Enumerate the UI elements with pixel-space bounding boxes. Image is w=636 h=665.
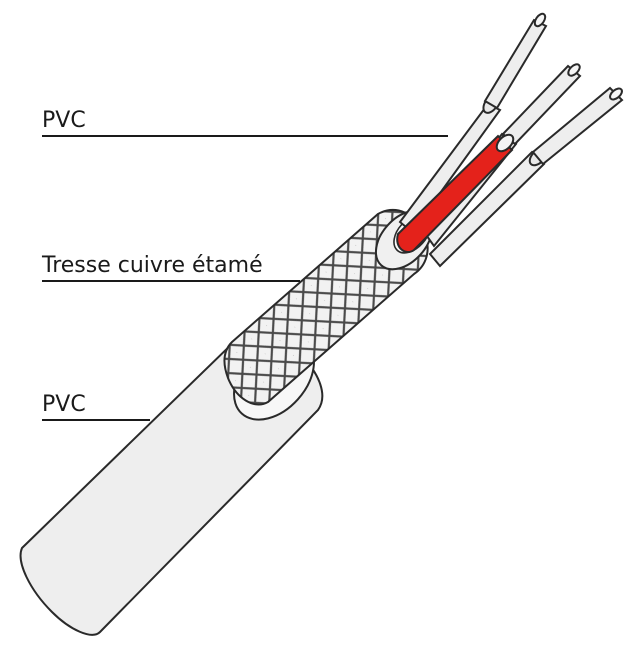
label-pvc-inner: PVC <box>42 108 86 133</box>
core-white-3 <box>428 86 624 268</box>
label-pvc-outer: PVC <box>42 392 86 417</box>
core-red <box>396 133 515 253</box>
label-braid: Tresse cuivre étamé <box>42 253 263 278</box>
